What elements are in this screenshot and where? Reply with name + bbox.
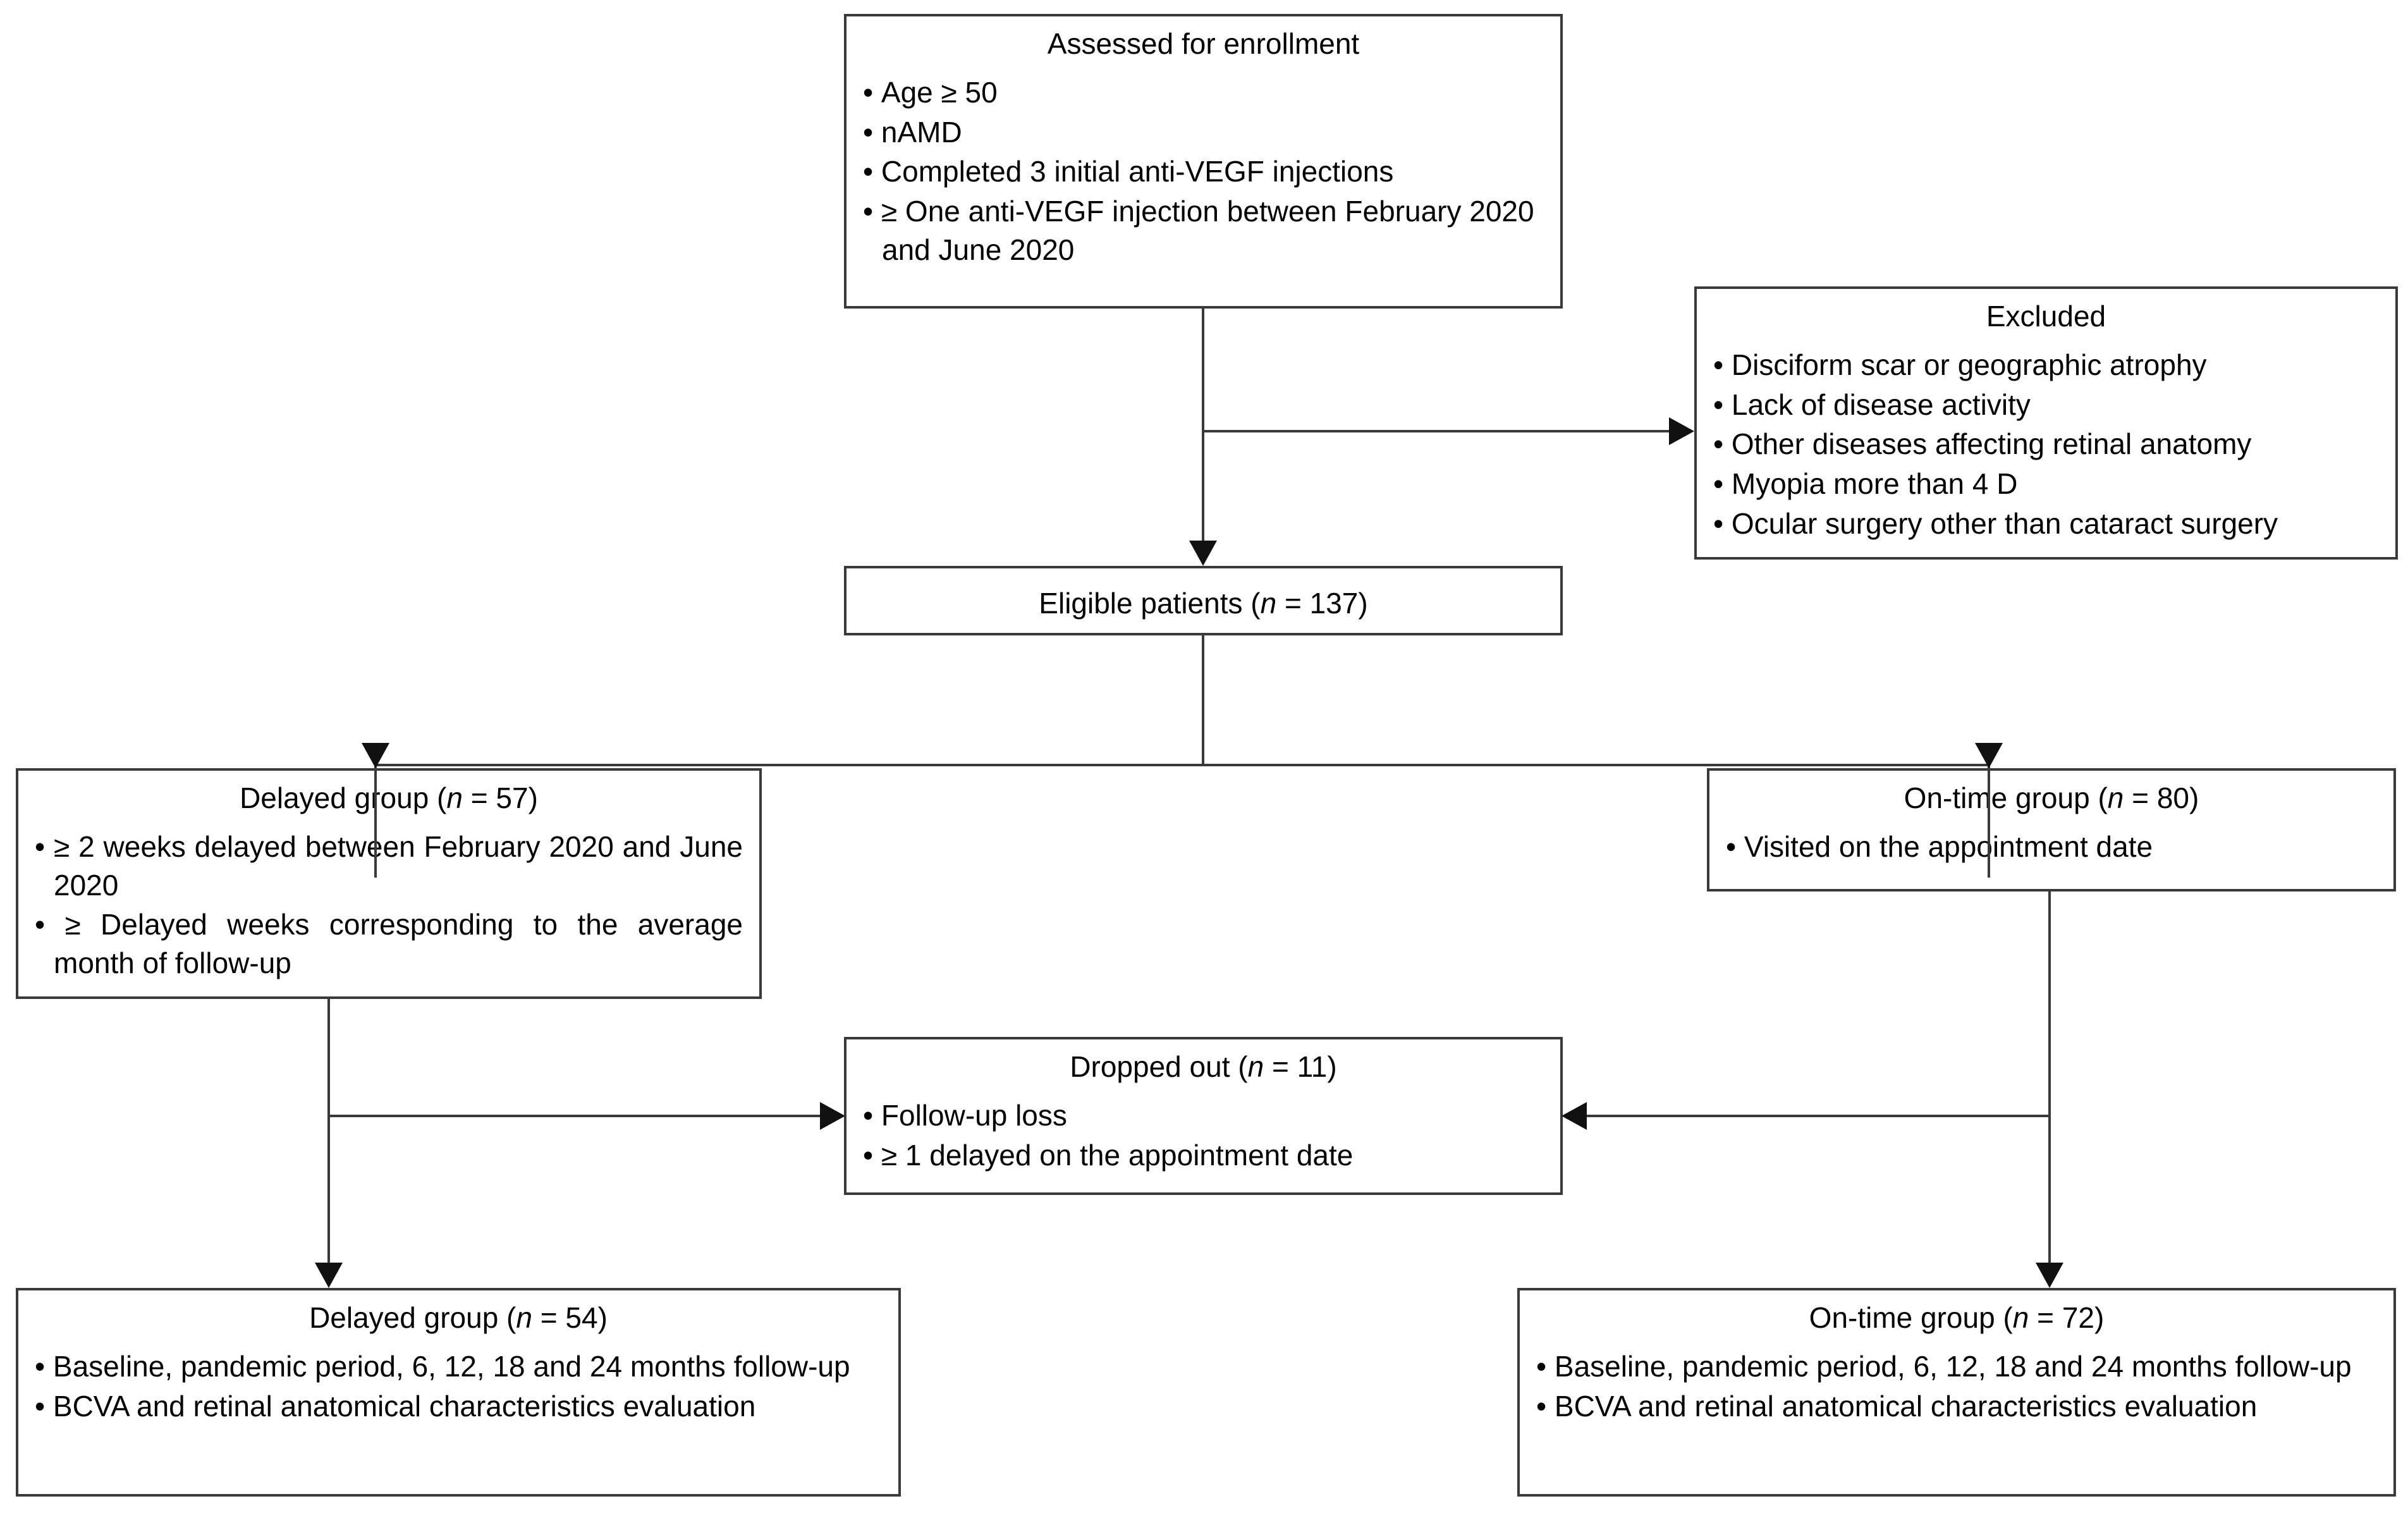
bullet-item: ≥ One anti-VEGF injection between Februa…: [863, 192, 1544, 269]
node-excluded-title: Excluded: [1986, 300, 2106, 333]
node-ontime-final-title-suffix: = 72): [2029, 1301, 2105, 1334]
arrowhead-delayed-group-top: [362, 743, 389, 768]
bullet-item: Completed 3 initial anti-VEGF injections: [863, 152, 1544, 191]
node-ontime-group-title-prefix: On-time group (: [1904, 781, 2108, 814]
arrowhead-ontime-final-top: [2036, 1263, 2063, 1288]
arrowhead-eligible-top: [1189, 541, 1217, 566]
bullet-item: Lack of disease activity: [1713, 386, 2379, 424]
node-delayed-group-title-prefix: Delayed group (: [240, 781, 447, 814]
node-dropped-out-title-n: n: [1247, 1050, 1264, 1083]
bullet-item: BCVA and retinal anatomical characterist…: [1536, 1387, 2377, 1426]
bullet-item: Visited on the appointment date: [1726, 828, 2377, 866]
node-eligible-title-suffix: = 137): [1276, 587, 1368, 620]
arrowhead-excluded-left: [1669, 417, 1694, 445]
bullet-item: Age ≥ 50: [863, 73, 1544, 112]
node-delayed-final-title-suffix: = 54): [532, 1301, 608, 1334]
node-ontime-group: On-time group (n = 80) Visited on the ap…: [1707, 768, 2396, 891]
node-dropped-out-title: Dropped out (n = 11): [863, 1048, 1544, 1086]
node-ontime-group-title: On-time group (n = 80): [1726, 780, 2377, 818]
node-dropped-out-title-prefix: Dropped out (: [1070, 1050, 1248, 1083]
node-eligible-title-prefix: Eligible patients (: [1039, 587, 1261, 620]
node-excluded-bullets: Disciform scar or geographic atrophy Lac…: [1713, 346, 2379, 543]
node-ontime-final-title-n: n: [2012, 1301, 2029, 1334]
node-dropped-out-bullets: Follow-up loss ≥ 1 delayed on the appoin…: [863, 1096, 1544, 1174]
connector-eligible-split-bar: [374, 764, 1990, 766]
node-dropped-out-title-suffix: = 11): [1264, 1050, 1337, 1083]
node-delayed-group-bullets: ≥ 2 weeks delayed between February 2020 …: [35, 828, 743, 983]
node-ontime-group-final: On-time group (n = 72) Baseline, pandemi…: [1517, 1288, 2396, 1497]
node-delayed-group: Delayed group (n = 57) ≥ 2 weeks delayed…: [16, 768, 762, 999]
node-delayed-final-title-prefix: Delayed group (: [309, 1301, 516, 1334]
bullet-item: Baseline, pandemic period, 6, 12, 18 and…: [35, 1347, 882, 1386]
bullet-item: ≥ 1 delayed on the appointment date: [863, 1136, 1544, 1175]
connector-delayed-to-dropped-out: [327, 1115, 822, 1117]
arrowhead-ontime-group-top: [1975, 743, 2003, 768]
node-dropped-out: Dropped out (n = 11) Follow-up loss ≥ 1 …: [844, 1037, 1563, 1195]
node-delayed-group-title-suffix: = 57): [462, 781, 538, 814]
connector-split-to-delayed-group: [374, 764, 377, 878]
bullet-item: Ocular surgery other than cataract surge…: [1713, 505, 2379, 543]
node-ontime-group-title-n: n: [2107, 781, 2124, 814]
arrowhead-dropped-out-right: [1562, 1102, 1587, 1130]
bullet-item: Other diseases affecting retinal anatomy: [1713, 425, 2379, 463]
node-delayed-group-final: Delayed group (n = 54) Baseline, pandemi…: [16, 1288, 901, 1497]
bullet-item: ≥ 2 weeks delayed between February 2020 …: [35, 828, 743, 904]
bullet-item: Follow-up loss: [863, 1096, 1544, 1135]
node-eligible-title-n: n: [1260, 587, 1277, 620]
arrowhead-delayed-final-top: [315, 1263, 343, 1288]
bullet-item: nAMD: [863, 113, 1544, 152]
node-delayed-final-bullets: Baseline, pandemic period, 6, 12, 18 and…: [35, 1347, 882, 1425]
node-ontime-final-title-prefix: On-time group (: [1809, 1301, 2013, 1334]
node-delayed-group-title-n: n: [446, 781, 463, 814]
connector-split-to-ontime-group: [1988, 764, 1990, 878]
bullet-item: Disciform scar or geographic atrophy: [1713, 346, 2379, 384]
bullet-item: BCVA and retinal anatomical characterist…: [35, 1387, 882, 1426]
bullet-item: Myopia more than 4 D: [1713, 465, 2379, 503]
node-delayed-final-title-n: n: [516, 1301, 532, 1334]
node-ontime-group-bullets: Visited on the appointment date: [1726, 828, 2377, 866]
connector-ontime-to-ontime-final: [2048, 891, 2051, 1265]
connector-assessed-to-eligible: [1202, 309, 1204, 542]
node-ontime-group-title-suffix: = 80): [2124, 781, 2199, 814]
node-assessed-bullets: Age ≥ 50 nAMD Completed 3 initial anti-V…: [863, 73, 1544, 269]
node-delayed-group-title: Delayed group (n = 57): [35, 780, 743, 818]
node-assessed-title: Assessed for enrollment: [1047, 27, 1360, 60]
connector-ontime-to-dropped-out: [1587, 1115, 2051, 1117]
node-excluded: Excluded Disciform scar or geographic at…: [1694, 286, 2398, 560]
connector-delayed-to-delayed-final: [327, 999, 330, 1265]
node-ontime-final-bullets: Baseline, pandemic period, 6, 12, 18 and…: [1536, 1347, 2377, 1425]
arrowhead-dropped-out-left: [820, 1102, 845, 1130]
node-eligible-patients: Eligible patients (n = 137): [844, 566, 1563, 635]
connector-assessed-to-excluded: [1202, 430, 1670, 432]
connector-eligible-stem: [1202, 635, 1204, 765]
node-assessed-for-enrollment: Assessed for enrollment Age ≥ 50 nAMD Co…: [844, 14, 1563, 309]
bullet-item: Baseline, pandemic period, 6, 12, 18 and…: [1536, 1347, 2377, 1386]
node-eligible-title: Eligible patients (n = 137): [863, 585, 1544, 623]
node-ontime-final-title: On-time group (n = 72): [1536, 1299, 2377, 1337]
bullet-item: ≥ Delayed weeks corresponding to the ave…: [35, 905, 743, 982]
node-delayed-final-title: Delayed group (n = 54): [35, 1299, 882, 1337]
